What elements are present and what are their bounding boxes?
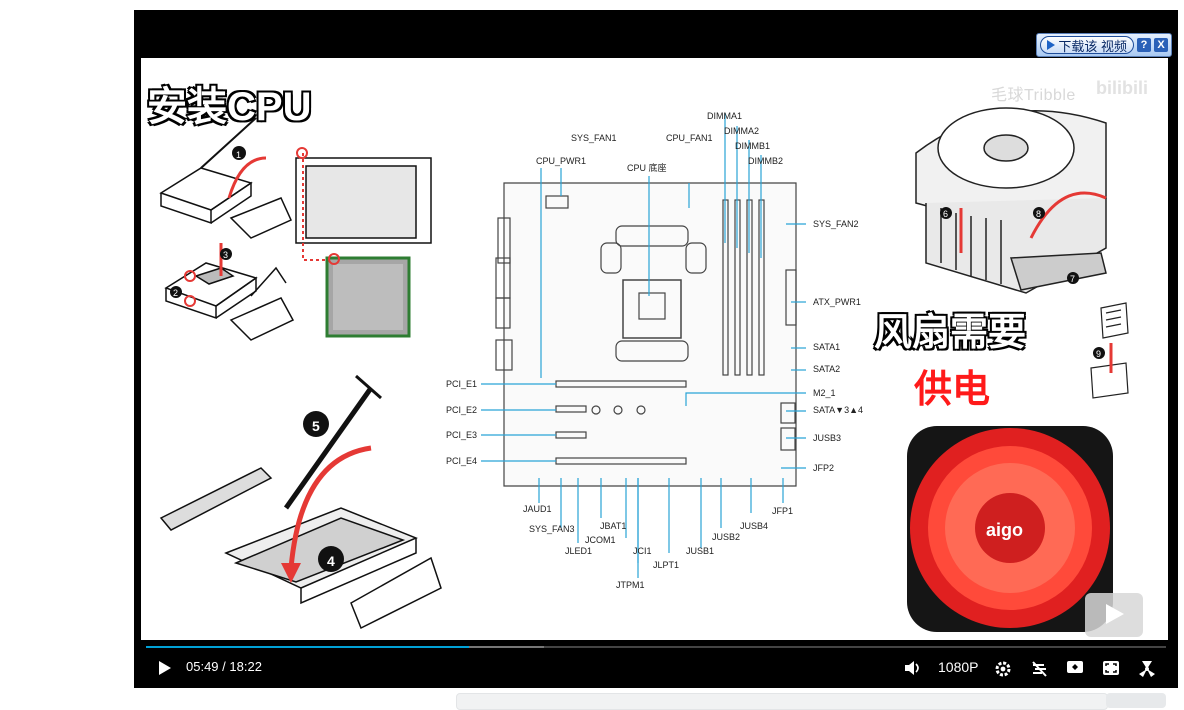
step-label: 4 (327, 553, 335, 569)
label-jlpt1: JLPT1 (653, 560, 680, 570)
label-sys-fan2: SYS_FAN2 (813, 219, 859, 229)
settings-button[interactable] (994, 660, 1012, 678)
extra-menu-button[interactable] (1138, 660, 1156, 678)
fan-connector-illustration (1090, 302, 1129, 399)
label-jled1: JLED1 (565, 546, 593, 556)
danmaku-input[interactable] (456, 693, 1108, 710)
widescreen-icon (1067, 661, 1083, 673)
fan-brand-logo: aigo (986, 520, 1024, 540)
red-arrow (227, 156, 267, 199)
duration: 18:22 (229, 659, 262, 674)
label-jusb2: JUSB2 (712, 532, 741, 542)
volume-button[interactable] (904, 660, 922, 676)
label-cpu-fan1: CPU_FAN1 (666, 133, 713, 143)
label-jci1: JCI1 (633, 546, 652, 556)
step-label: 3 (223, 250, 229, 260)
label-jaud1: JAUD1 (523, 504, 552, 514)
label-dimma2: DIMMA2 (724, 126, 760, 136)
step-label: 9 (1096, 349, 1102, 359)
label-dimma1: DIMMA1 (707, 111, 743, 121)
callout-lines (481, 113, 806, 578)
cpu-cooler-illustration (915, 107, 1107, 294)
played-bar (146, 646, 470, 648)
label-sata34: SATA▼3▲4 (813, 405, 863, 415)
red-led-fan-image (907, 426, 1113, 632)
play-button[interactable] (156, 660, 172, 676)
label-pci-e1: PCI_E1 (446, 379, 478, 389)
download-video-label: 下载该 视频 (1058, 38, 1127, 54)
label-dimmb2: DIMMB2 (748, 156, 784, 166)
step-label: 1 (236, 150, 242, 160)
power-supply-text: 供电 (913, 368, 991, 412)
video-frame-drawing (159, 107, 1143, 637)
download-video-banner[interactable]: 下载该 视频 ? X (1036, 33, 1172, 57)
close-banner-button[interactable]: X (1154, 38, 1168, 52)
time-display: 05:49 / 18:22 (186, 659, 262, 674)
label-jcom1: JCOM1 (585, 535, 616, 545)
motherboard-diagram (495, 182, 797, 487)
label-jusb3: JUSB3 (813, 433, 842, 443)
label-jfp2: JFP2 (813, 463, 835, 473)
radiation-icon (1139, 661, 1155, 677)
danmaku-toggle-button[interactable] (1030, 660, 1048, 678)
widescreen-button[interactable] (1066, 660, 1084, 674)
below-player-bar (134, 688, 1178, 710)
help-button[interactable]: ? (1137, 38, 1151, 52)
label-dimmb1: DIMMB1 (735, 141, 771, 151)
video-frame[interactable]: 安装CPU 风扇需要 供电 毛球Tribble bilibili 1 2 3 4… (141, 58, 1168, 640)
player-control-bar: 05:49 / 18:22 1080P (134, 640, 1178, 688)
label-sata1: SATA1 (813, 342, 841, 352)
red-arrowhead (281, 563, 301, 583)
label-atx-pwr1: ATX_PWR1 (813, 297, 861, 307)
play-triangle-icon (1047, 40, 1056, 50)
fullscreen-icon (1103, 661, 1119, 675)
install-cpu-title: 安装CPU (146, 84, 312, 130)
step-label: 2 (173, 288, 179, 298)
label-sys-fan3: SYS_FAN3 (529, 524, 575, 534)
step-label: 5 (312, 418, 320, 434)
label-jfp1: JFP1 (772, 506, 794, 516)
label-cpu-pwr1: CPU_PWR1 (536, 156, 587, 166)
send-danmaku-button[interactable] (1106, 693, 1166, 708)
label-pci-e2: PCI_E2 (446, 405, 478, 415)
progress-bar[interactable] (146, 646, 1166, 648)
fan-needs-text: 风扇需要 (873, 311, 1027, 355)
label-pci-e3: PCI_E3 (446, 430, 478, 440)
label-sys-fan1: SYS_FAN1 (571, 133, 617, 143)
play-icon (159, 661, 171, 675)
settings-icon (995, 661, 1011, 677)
fullscreen-button[interactable] (1102, 660, 1120, 676)
bilibili-watermark-logo: bilibili (1096, 78, 1148, 98)
label-pci-e4: PCI_E4 (446, 456, 478, 466)
step-label: 8 (1036, 209, 1042, 219)
label-cpu-socket: CPU 底座 (627, 163, 667, 173)
step-label: 7 (1070, 274, 1076, 284)
step-label: 6 (943, 209, 949, 219)
uploader-watermark: 毛球Tribble (991, 87, 1076, 104)
label-sata2: SATA2 (813, 364, 841, 374)
time-separator: / (222, 659, 226, 674)
label-m2-1: M2_1 (813, 388, 836, 398)
label-jusb4: JUSB4 (740, 521, 769, 531)
download-video-button[interactable]: 下载该 视频 (1040, 36, 1134, 54)
red-arrow (288, 445, 372, 569)
danmaku-off-icon (1032, 661, 1047, 677)
volume-icon (905, 661, 919, 675)
video-player[interactable]: 下载该 视频 ? X (134, 10, 1178, 688)
label-jusb1: JUSB1 (686, 546, 715, 556)
label-jtpm1: JTPM1 (616, 580, 645, 590)
quality-selector[interactable]: 1080P (938, 659, 979, 675)
label-jbat1: JBAT1 (600, 521, 627, 531)
current-time: 05:49 (186, 659, 219, 674)
